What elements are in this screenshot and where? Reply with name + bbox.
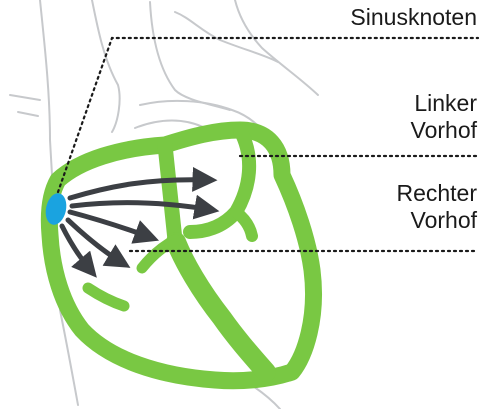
left-vessel-stub-a xyxy=(10,95,40,100)
mitral-flap xyxy=(236,212,252,236)
arrow-to-left-atrium-lower xyxy=(72,203,212,210)
left-vessel-stub-b xyxy=(18,112,38,116)
right-ventricle-flap xyxy=(88,288,124,306)
superior-vena-cava-outline xyxy=(40,0,52,175)
arrow-to-right-ventricle xyxy=(62,226,92,272)
heart-walls xyxy=(49,130,313,381)
label-right-atrium-line1: Rechter xyxy=(396,180,477,207)
label-right-atrium-line2: Vorhof xyxy=(396,207,477,234)
tricuspid-flap xyxy=(142,240,175,268)
label-left-atrium: Linker Vorhof xyxy=(411,90,478,144)
label-sinus-node: Sinusknoten xyxy=(350,4,477,31)
label-left-atrium-line1: Linker xyxy=(411,90,478,117)
atrial-septum xyxy=(165,145,175,240)
arrow-to-left-atrium-upper xyxy=(70,180,210,198)
ventricular-septum xyxy=(176,242,266,372)
pulmonary-artery-outline xyxy=(235,0,318,95)
label-right-atrium: Rechter Vorhof xyxy=(396,180,477,234)
aorta-outline-left xyxy=(92,0,120,132)
label-sinus-node-text: Sinusknoten xyxy=(350,4,477,31)
aorta-outline-right xyxy=(150,2,230,110)
label-left-atrium-line2: Vorhof xyxy=(411,117,478,144)
pulmonary-vein-lower xyxy=(135,121,205,129)
